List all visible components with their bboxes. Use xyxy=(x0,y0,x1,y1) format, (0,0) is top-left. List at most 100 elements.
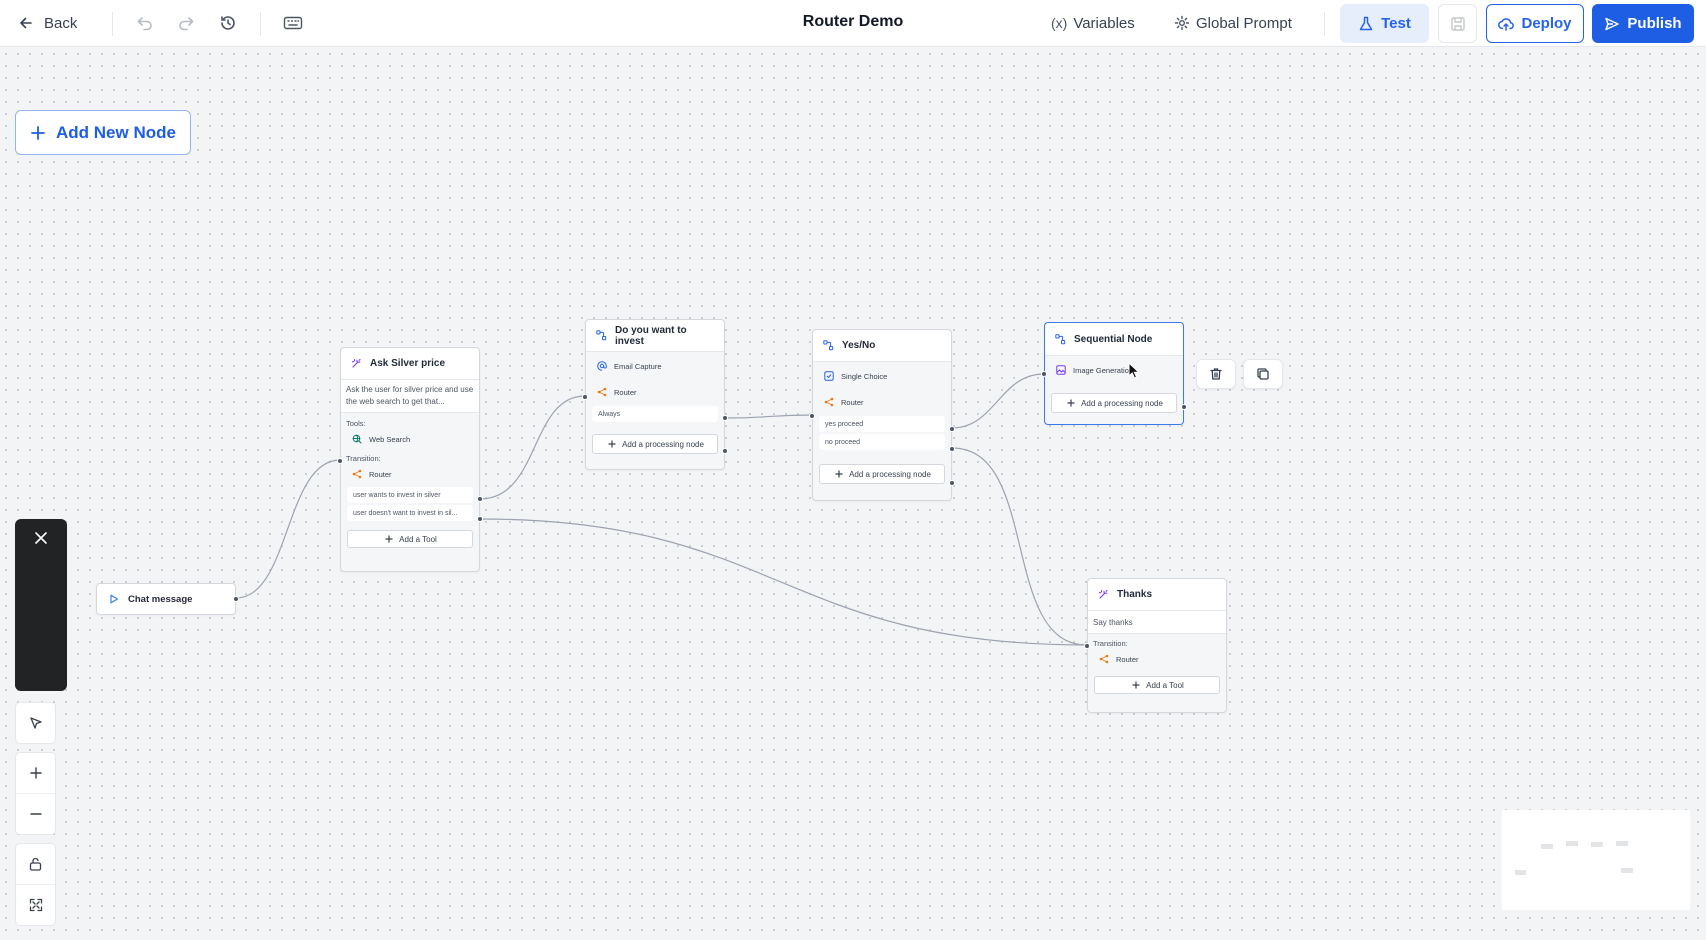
flow-icon xyxy=(823,340,834,351)
trash-icon xyxy=(1210,368,1222,380)
output-handle[interactable] xyxy=(722,448,728,454)
image-generation-row[interactable]: Image Generation xyxy=(1045,356,1183,384)
plus-icon xyxy=(1130,680,1141,691)
node-chat-message[interactable]: Chat message xyxy=(96,583,239,615)
minimap-node xyxy=(1591,842,1603,847)
variables-label: Variables xyxy=(1073,14,1135,32)
select-tool-group xyxy=(15,702,56,744)
router-icon xyxy=(596,387,607,398)
condition-row[interactable]: yes proceed xyxy=(819,416,945,432)
fit-view-button[interactable] xyxy=(16,884,55,924)
minimap-node xyxy=(1515,870,1526,875)
output-handle[interactable] xyxy=(233,596,239,602)
node-do-you-want-to-invest[interactable]: Do you want to invest Email Capture Rout… xyxy=(582,319,728,470)
add-tool-button[interactable]: Add a Tool xyxy=(1094,676,1220,694)
send-icon xyxy=(1604,16,1620,32)
input-handle[interactable] xyxy=(337,458,343,464)
check-square-icon xyxy=(823,371,834,382)
single-choice-row[interactable]: Single Choice xyxy=(813,362,951,390)
arrow-left-icon xyxy=(18,15,34,31)
output-handle[interactable] xyxy=(477,516,483,522)
history-button[interactable] xyxy=(217,12,239,34)
input-handle[interactable] xyxy=(1084,643,1090,649)
redo-button[interactable] xyxy=(175,12,197,34)
close-icon xyxy=(35,532,47,544)
email-capture-row[interactable]: Email Capture xyxy=(586,352,724,380)
node-ask-silver-price[interactable]: Ask Silver price Ask the user for silver… xyxy=(337,347,483,572)
zoom-out-button[interactable] xyxy=(16,793,55,833)
output-handle[interactable] xyxy=(477,496,483,502)
add-tool-button[interactable]: Add a Tool xyxy=(347,530,473,548)
plus-icon xyxy=(833,469,844,480)
transition-label: Transition: xyxy=(346,454,381,463)
node-title: Sequential Node xyxy=(1074,333,1153,345)
add-processing-node-label: Add a processing node xyxy=(622,439,704,449)
back-button[interactable]: Back xyxy=(18,11,77,35)
flow-icon xyxy=(1055,333,1066,345)
keyboard-shortcuts-button[interactable] xyxy=(282,12,304,34)
save-icon xyxy=(1450,16,1466,32)
router-label: Router xyxy=(841,397,864,407)
output-handle[interactable] xyxy=(949,426,955,432)
minimap[interactable] xyxy=(1502,810,1690,910)
view-controls xyxy=(15,843,56,926)
add-new-node-button[interactable]: Add New Node xyxy=(15,110,191,155)
plus-icon xyxy=(29,767,42,779)
sparkle-icon xyxy=(351,358,362,369)
gear-icon xyxy=(1174,15,1190,31)
output-handle[interactable] xyxy=(949,446,955,452)
lock-canvas-button[interactable] xyxy=(16,844,55,884)
router-icon xyxy=(351,469,362,480)
chat-panel-collapsed xyxy=(15,519,67,691)
output-handle[interactable] xyxy=(1181,404,1187,410)
add-processing-node-button[interactable]: Add a processing node xyxy=(1051,393,1177,413)
condition-row[interactable]: user wants to invest in silver xyxy=(347,487,473,503)
node-thanks[interactable]: Thanks Say thanks Transition: Router Add… xyxy=(1084,578,1227,713)
duplicate-node-button[interactable] xyxy=(1243,359,1283,389)
delete-node-button[interactable] xyxy=(1196,359,1236,389)
node-sequential[interactable]: Sequential Node Image Generation Add a p… xyxy=(1041,322,1187,425)
condition-row[interactable]: no proceed xyxy=(819,434,945,450)
flow-icon xyxy=(596,330,607,341)
minimap-node xyxy=(1566,841,1578,846)
global-prompt-label: Global Prompt xyxy=(1196,14,1292,32)
tool-label: Web Search xyxy=(369,434,411,444)
minus-icon xyxy=(29,812,42,815)
input-handle[interactable] xyxy=(1041,371,1047,377)
add-processing-node-button[interactable]: Add a processing node xyxy=(592,434,718,454)
router-icon xyxy=(1098,654,1109,665)
zoom-in-button[interactable] xyxy=(16,753,55,793)
input-handle[interactable] xyxy=(582,394,588,400)
add-new-node-label: Add New Node xyxy=(56,122,176,142)
zoom-controls xyxy=(15,752,56,835)
unlock-icon xyxy=(29,857,42,871)
undo-icon xyxy=(137,17,152,31)
test-button[interactable]: Test xyxy=(1340,4,1429,43)
input-handle[interactable] xyxy=(809,413,815,419)
node-yes-no[interactable]: Yes/No Single Choice Router yes proceed … xyxy=(809,329,955,501)
select-tool-button[interactable] xyxy=(16,703,55,743)
node-title: Yes/No xyxy=(842,340,876,351)
test-label: Test xyxy=(1381,15,1411,32)
add-tool-label: Add a Tool xyxy=(1146,680,1184,690)
tool-web-search[interactable]: Web Search xyxy=(341,430,479,448)
global-prompt-button[interactable]: Global Prompt xyxy=(1174,12,1292,34)
condition-row[interactable]: user doesn't want to invest in sil... xyxy=(347,505,473,521)
add-tool-label: Add a Tool xyxy=(399,534,437,544)
save-button[interactable] xyxy=(1438,4,1477,43)
minimap-node xyxy=(1621,868,1633,873)
add-processing-node-label: Add a processing node xyxy=(849,469,931,479)
output-handle[interactable] xyxy=(949,480,955,486)
variables-button[interactable]: (x) Variables xyxy=(1051,12,1135,34)
router-label: Router xyxy=(1116,654,1139,664)
undo-button[interactable] xyxy=(134,12,156,34)
publish-button[interactable]: Publish xyxy=(1592,4,1694,43)
close-panel-button[interactable] xyxy=(30,527,52,549)
condition-row[interactable]: Always xyxy=(592,406,718,422)
router-row: Router xyxy=(1088,650,1226,668)
add-processing-node-label: Add a processing node xyxy=(1081,398,1163,408)
back-label: Back xyxy=(44,14,78,32)
output-handle[interactable] xyxy=(722,415,728,421)
add-processing-node-button[interactable]: Add a processing node xyxy=(819,464,945,484)
deploy-button[interactable]: Deploy xyxy=(1486,4,1584,43)
